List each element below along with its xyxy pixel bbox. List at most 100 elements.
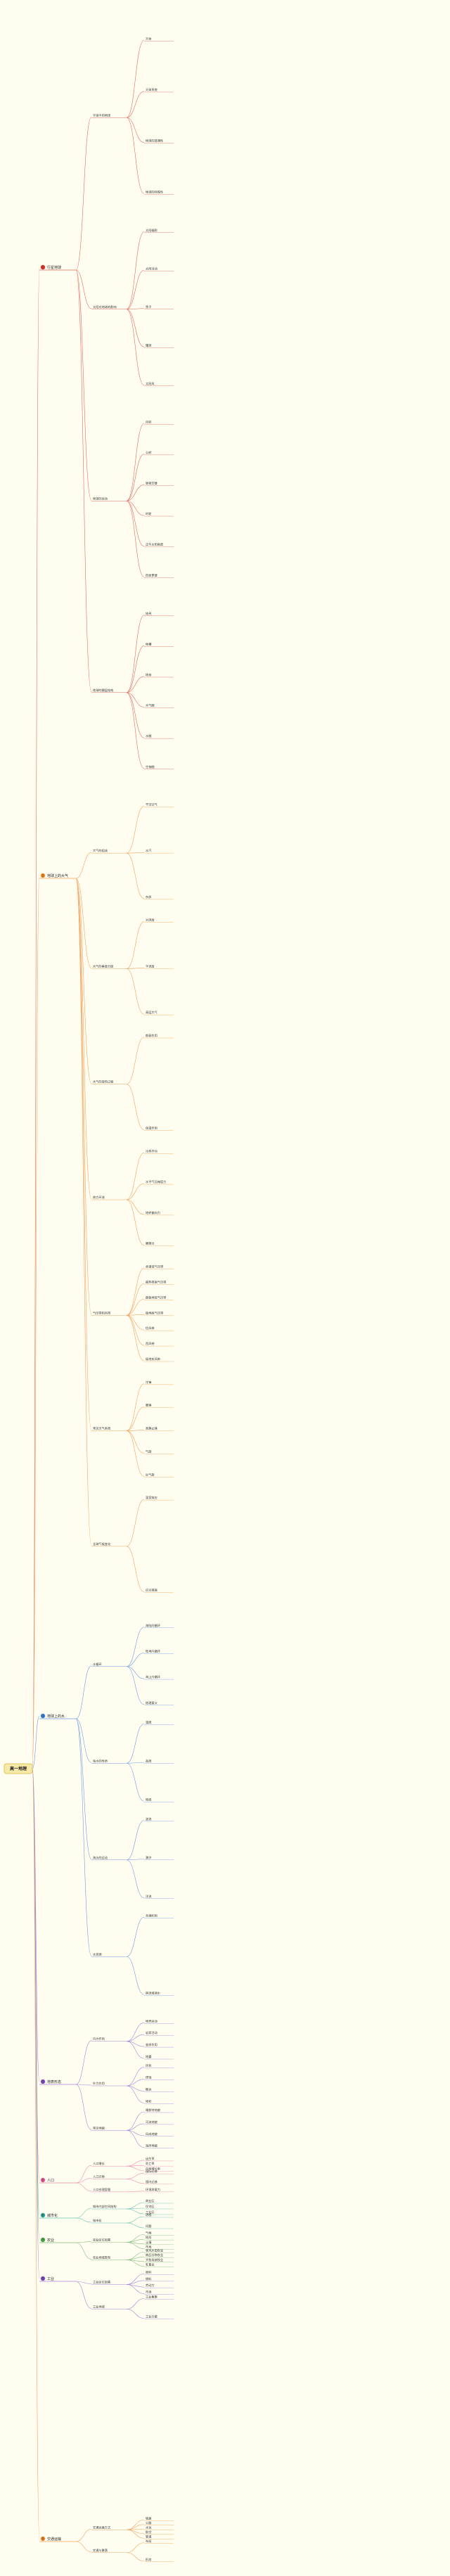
branch-node[interactable]: 人口增长 — [91, 2161, 127, 2167]
leaf-node[interactable]: 大气圈 — [144, 703, 174, 708]
leaf-node[interactable]: 密度 — [144, 1797, 174, 1802]
leaf-node[interactable]: 天体 — [144, 36, 174, 41]
branch-node[interactable]: 大气的受热过程 — [91, 1079, 127, 1084]
leaf-node[interactable]: 潮汐 — [144, 1855, 174, 1860]
branch-node[interactable]: 水循环 — [91, 1662, 127, 1667]
leaf-node[interactable]: 地幔 — [144, 641, 174, 647]
branch-node[interactable]: 交通运输方式 — [91, 2525, 127, 2530]
leaf-node[interactable]: 航空 — [144, 2530, 174, 2535]
leaf-node[interactable]: 太阳活动 — [144, 266, 174, 271]
leaf-node[interactable]: 自然增长率 — [144, 2167, 174, 2172]
leaf-node[interactable]: 工业分散 — [144, 2314, 174, 2319]
leaf-node[interactable]: 气旋 — [144, 1449, 174, 1454]
leaf-node[interactable]: 温度 — [144, 1719, 174, 1725]
branch-node[interactable]: 农业区位因素 — [91, 2238, 127, 2243]
leaf-node[interactable]: 干洁空气 — [144, 802, 174, 807]
branch-node[interactable]: 人口迁移 — [91, 2174, 127, 2179]
leaf-node[interactable]: 自转 — [144, 419, 174, 425]
leaf-node[interactable]: 准静止锋 — [144, 1426, 174, 1431]
leaf-node[interactable]: 波浪 — [144, 1816, 174, 1821]
leaf-node[interactable]: 太阳风 — [144, 381, 174, 386]
leaf-node[interactable]: 盐度 — [144, 1758, 174, 1764]
leaf-node[interactable]: 地壳 — [144, 611, 174, 616]
leaf-node[interactable]: 风成地貌 — [144, 2132, 174, 2136]
leaf-node[interactable]: 极地高气压带 — [144, 1310, 174, 1316]
leaf-node[interactable]: 对流层 — [144, 918, 174, 923]
branch-node[interactable]: 内力作用 — [91, 2037, 127, 2042]
leaf-node[interactable]: 商品谷物农业 — [144, 2253, 174, 2258]
leaf-node[interactable]: 四季更替 — [144, 572, 174, 578]
branch-node[interactable]: 全球气候变化 — [91, 1542, 127, 1547]
leaf-node[interactable]: 出生率 — [144, 2156, 174, 2162]
leaf-node[interactable]: 黑子 — [144, 305, 174, 309]
branch-node[interactable]: 工业区位因素 — [91, 2280, 127, 2285]
leaf-node[interactable]: 大牧场放牧业 — [144, 2257, 174, 2263]
leaf-node[interactable]: 喀斯特地貌 — [144, 2108, 174, 2113]
leaf-node[interactable]: 公路 — [144, 2520, 174, 2525]
leaf-node[interactable]: 时差 — [144, 511, 174, 517]
leaf-node[interactable]: 乳畜业 — [144, 2262, 174, 2267]
leaf-node[interactable]: 环境承载力 — [144, 2187, 174, 2193]
leaf-node[interactable]: 水平气压梯度力 — [144, 1179, 174, 1185]
leaf-node[interactable]: 地理意义 — [144, 1700, 174, 1705]
leaf-node[interactable]: 劳动力 — [144, 2283, 174, 2288]
leaf-node[interactable]: 冷热不均 — [144, 1148, 174, 1154]
leaf-node[interactable]: 国内迁移 — [144, 2179, 174, 2185]
branch-node[interactable]: 太阳对地球的影响 — [91, 305, 127, 309]
leaf-node[interactable]: 昼夜交替 — [144, 480, 174, 486]
leaf-node[interactable]: 应对措施 — [144, 1588, 174, 1593]
leaf-node[interactable]: 地核 — [144, 672, 174, 678]
branch-node[interactable]: 气压带和风带 — [91, 1310, 127, 1316]
leaf-node[interactable]: 水运 — [144, 2525, 174, 2530]
leaf-node[interactable]: 水汽 — [144, 848, 174, 854]
branch-node[interactable]: 人口合理容量 — [91, 2187, 127, 2193]
leaf-node[interactable]: 变质作用 — [144, 2042, 174, 2048]
leaf-node[interactable]: 极地东风带 — [144, 1357, 174, 1362]
leaf-node[interactable]: 地形 — [144, 2235, 174, 2241]
leaf-node[interactable]: 保温作用 — [144, 1125, 174, 1131]
leaf-node[interactable]: 地球的普通性 — [144, 139, 174, 143]
root-node[interactable]: 高一地理 — [4, 1763, 33, 1774]
branch-node[interactable]: 交通与聚落 — [91, 2548, 127, 2553]
leaf-node[interactable]: 副热带高气压带 — [144, 1279, 174, 1285]
branch-node[interactable]: 城市化 — [91, 2218, 127, 2224]
leaf-node[interactable]: 海上内循环 — [144, 1674, 174, 1680]
leaf-node[interactable]: 反气旋 — [144, 1472, 174, 1478]
branch-node[interactable]: 海水的运动 — [91, 1855, 127, 1860]
leaf-node[interactable]: 河流地貌 — [144, 2120, 174, 2125]
leaf-node[interactable]: 地球的特殊性 — [144, 189, 174, 195]
branch-node[interactable]: 宇宙中的地球 — [91, 113, 127, 118]
leaf-node[interactable]: 水圈 — [144, 733, 174, 739]
branch-node[interactable]: 常见天气系统 — [91, 1426, 127, 1431]
leaf-node[interactable]: 管道 — [144, 2534, 174, 2539]
leaf-node[interactable]: 地震 — [144, 2054, 174, 2060]
leaf-node[interactable]: 副极地低气压带 — [144, 1295, 174, 1300]
branch-node[interactable]: 地球的运动 — [91, 496, 127, 501]
leaf-node[interactable]: 风化 — [144, 2063, 174, 2068]
branch-node[interactable]: 海水的性质 — [91, 1758, 127, 1764]
leaf-node[interactable]: 侵蚀 — [144, 2075, 174, 2080]
leaf-node[interactable]: 跨流域调水 — [144, 1990, 174, 1996]
leaf-node[interactable]: 土壤 — [144, 2240, 174, 2245]
leaf-node[interactable]: 耀斑 — [144, 342, 174, 348]
branch-node[interactable]: 大气的组成 — [91, 848, 127, 854]
leaf-node[interactable]: 温室效应 — [144, 1495, 174, 1501]
leaf-node[interactable]: 死亡率 — [144, 2161, 174, 2167]
leaf-node[interactable]: 市场 — [144, 2245, 174, 2250]
leaf-node[interactable]: 燃料 — [144, 2276, 174, 2282]
leaf-node[interactable]: 洋流 — [144, 1894, 174, 1899]
leaf-node[interactable]: 市场 — [144, 2290, 174, 2295]
branch-node[interactable]: 农业地域类型 — [91, 2255, 127, 2260]
leaf-node[interactable]: 海岸地貌 — [144, 2144, 174, 2148]
leaf-node[interactable]: 削弱作用 — [144, 1033, 174, 1039]
leaf-node[interactable]: 冷锋 — [144, 1380, 174, 1385]
leaf-node[interactable]: 杂质 — [144, 895, 174, 900]
leaf-node[interactable]: 岩浆活动 — [144, 2030, 174, 2036]
